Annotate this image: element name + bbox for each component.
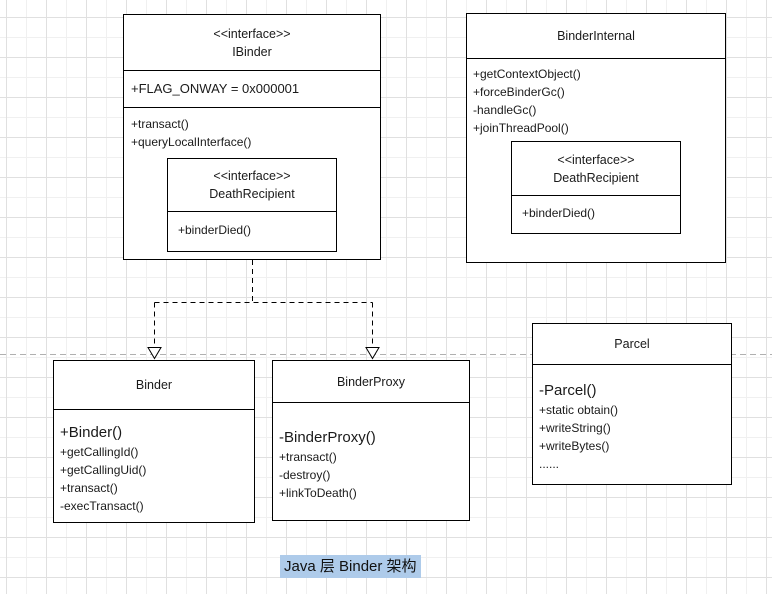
method-line: +forceBinderGc()	[473, 85, 565, 99]
diagram-caption[interactable]: Java 层 Binder 架构	[280, 555, 421, 578]
class-box-binder[interactable]: Binder +Binder() +getCallingId() +getCal…	[53, 360, 255, 523]
method-line: -Parcel()	[539, 382, 597, 399]
class-name: DeathRecipient	[553, 170, 639, 185]
stereotype-label: <<interface>>	[557, 152, 635, 167]
class-name: BinderProxy	[336, 374, 406, 389]
arrowhead-binder	[147, 347, 162, 360]
method-line: +writeString()	[539, 421, 611, 435]
method-line: +transact()	[279, 450, 337, 464]
class-header: BinderInternal	[467, 14, 725, 59]
class-box-binderinternal[interactable]: BinderInternal +getContextObject() +forc…	[466, 13, 726, 263]
method-line: +static obtain()	[539, 403, 619, 417]
attributes-section: +FLAG_ONWAY = 0x000001	[124, 71, 380, 108]
method-line: -handleGc()	[473, 103, 537, 117]
method-line: +transact()	[131, 117, 189, 131]
class-name: Binder	[135, 378, 173, 392]
class-header: Parcel	[533, 324, 731, 365]
method-line: +getCallingUid()	[60, 463, 147, 477]
method-line: +binderDied()	[178, 223, 252, 237]
method-line: +getContextObject()	[473, 67, 581, 81]
method-line: +writeBytes()	[539, 439, 610, 453]
method-line: +Binder()	[60, 424, 123, 441]
stereotype-label: <<interface>>	[213, 26, 291, 41]
method-line: +linkToDeath()	[279, 486, 357, 500]
methods-section: +transact() +queryLocalInterface()	[124, 108, 380, 151]
method-line: -execTransact()	[60, 499, 144, 513]
class-name: Parcel	[614, 337, 650, 351]
class-name: DeathRecipient	[209, 187, 295, 201]
methods-section: +getContextObject() +forceBinderGc() -ha…	[467, 59, 725, 137]
method-line: +transact()	[60, 481, 118, 495]
class-box-deathrecipient-binderinternal[interactable]: <<interface>> DeathRecipient +binderDied…	[511, 141, 681, 234]
class-header: Binder	[54, 361, 254, 410]
method-line: -BinderProxy()	[279, 429, 376, 446]
class-header: <<interface>> DeathRecipient	[168, 159, 336, 212]
methods-section: +Binder() +getCallingId() +getCallingUid…	[54, 410, 254, 515]
class-name: IBinder	[232, 44, 272, 59]
arrowhead-binderproxy	[365, 347, 380, 360]
method-line: +queryLocalInterface()	[131, 135, 252, 149]
method-line: +binderDied()	[522, 206, 596, 220]
methods-section: +binderDied()	[168, 212, 336, 239]
method-line: +joinThreadPool()	[473, 121, 569, 135]
class-box-parcel[interactable]: Parcel -Parcel() +static obtain() +write…	[532, 323, 732, 485]
methods-section: -Parcel() +static obtain() +writeString(…	[533, 365, 731, 473]
methods-section: +binderDied()	[512, 196, 680, 222]
class-name: BinderInternal	[557, 29, 635, 43]
stereotype-label: <<interface>>	[213, 169, 291, 183]
class-header: <<interface>> IBinder	[124, 15, 380, 71]
method-line: ......	[539, 457, 560, 471]
class-box-binderproxy[interactable]: BinderProxy -BinderProxy() +transact() -…	[272, 360, 470, 521]
methods-section: -BinderProxy() +transact() -destroy() +l…	[273, 403, 469, 502]
class-header: <<interface>> DeathRecipient	[512, 142, 680, 196]
edge-ibinder-to-children[interactable]	[154, 260, 373, 346]
attribute-line: +FLAG_ONWAY = 0x000001	[131, 81, 300, 96]
class-box-deathrecipient-ibinder[interactable]: <<interface>> DeathRecipient +binderDied…	[167, 158, 337, 252]
method-line: -destroy()	[279, 468, 331, 482]
class-header: BinderProxy	[273, 361, 469, 403]
method-line: +getCallingId()	[60, 445, 139, 459]
